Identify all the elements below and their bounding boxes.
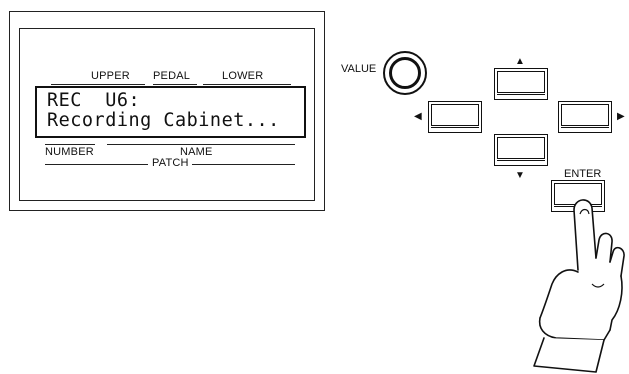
patch-rule-right — [192, 164, 295, 165]
cursor-right-button[interactable] — [558, 101, 612, 133]
lower-rule — [203, 84, 291, 85]
lower-label: LOWER — [222, 70, 263, 82]
cursor-down-button[interactable] — [494, 134, 548, 166]
pedal-label: PEDAL — [153, 70, 190, 82]
value-knob-center[interactable] — [389, 57, 421, 89]
lcd-screen: REC U6: Recording Cabinet... — [35, 86, 306, 138]
patch-label: PATCH — [152, 157, 189, 169]
value-label: VALUE — [341, 63, 376, 75]
number-label: NUMBER — [45, 146, 94, 158]
patch-rule-left — [45, 164, 148, 165]
name-rule — [107, 144, 295, 145]
cursor-up-button[interactable] — [494, 68, 548, 100]
cursor-left-button[interactable] — [428, 101, 482, 133]
lcd-line-1: REC U6: — [47, 91, 140, 111]
pedal-rule — [153, 84, 197, 85]
number-rule — [45, 144, 95, 145]
enter-label: ENTER — [564, 168, 601, 180]
right-arrow-icon: ▶ — [617, 112, 625, 122]
left-arrow-icon: ◀ — [414, 112, 422, 122]
upper-rule — [51, 84, 145, 85]
lcd-line-2: Recording Cabinet... — [47, 111, 280, 131]
upper-label: UPPER — [91, 70, 130, 82]
up-arrow-icon: ▲ — [515, 57, 525, 67]
pressing-hand-icon — [500, 180, 629, 374]
